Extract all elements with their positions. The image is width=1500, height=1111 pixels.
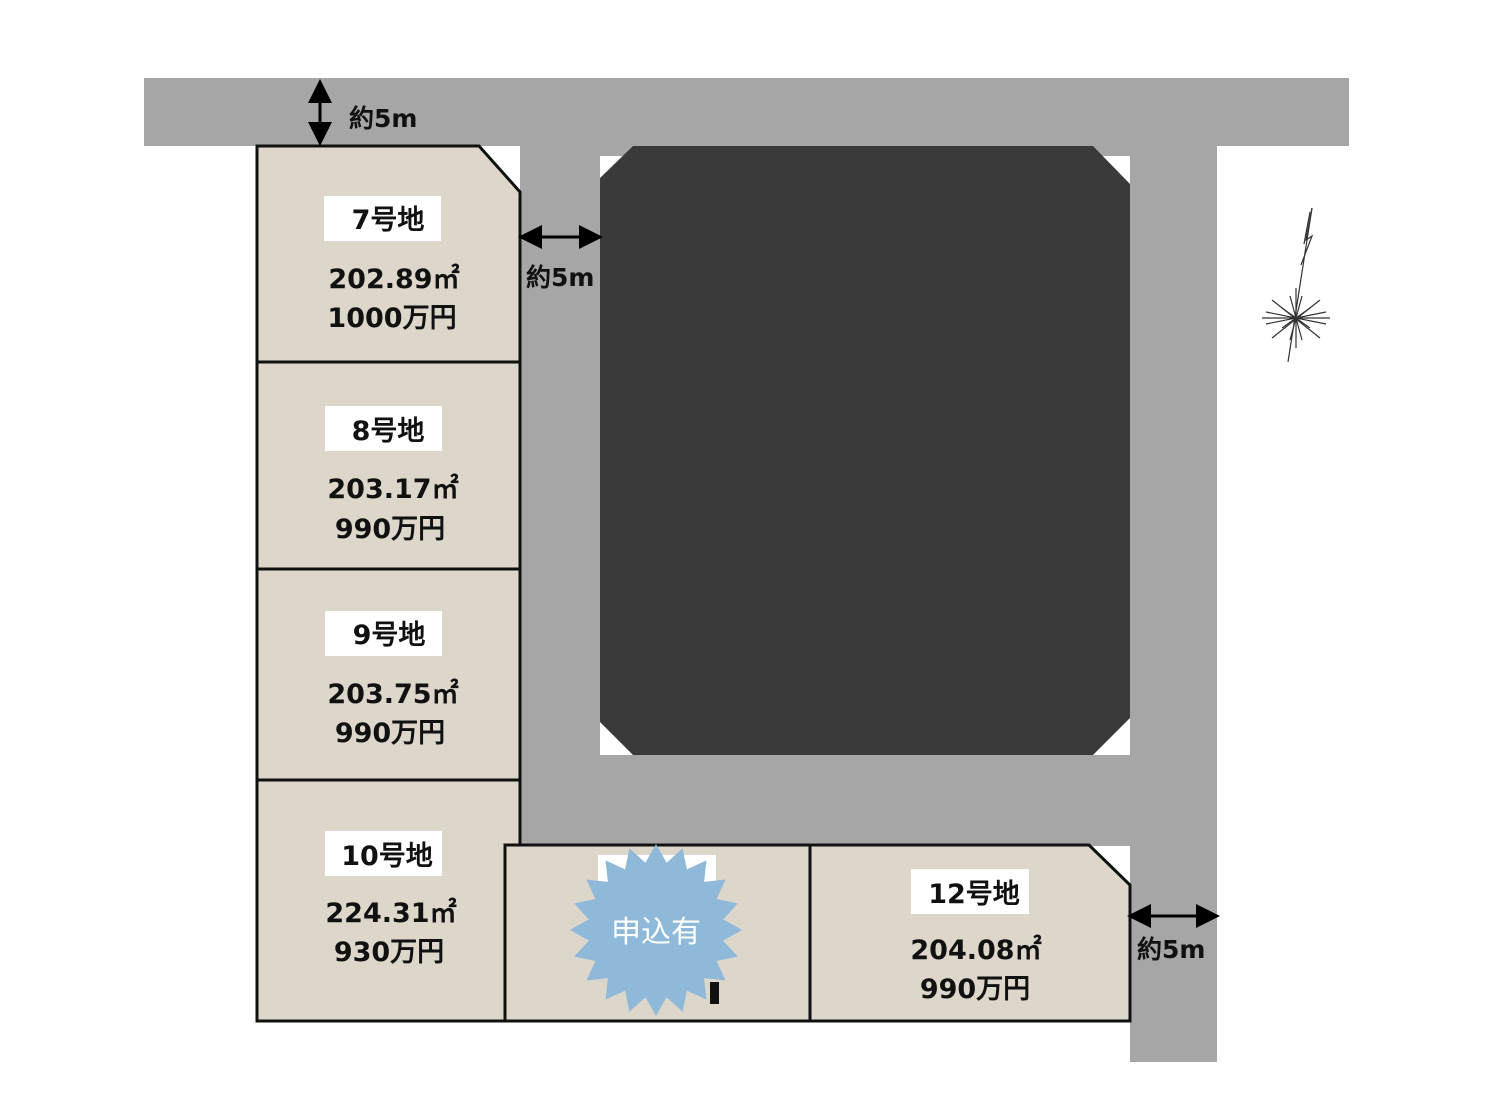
lot-10-area: 224.31㎡ <box>325 897 456 929</box>
lot-12-label: 12号地 <box>928 879 1020 910</box>
lot-9[interactable] <box>255 567 522 782</box>
lot-8-area: 203.17㎡ <box>327 473 458 505</box>
lot-7-label-bg <box>324 196 441 241</box>
right-road-dimension: 約5m <box>1137 935 1205 964</box>
lot-10-label: 10号地 <box>341 841 433 872</box>
lot-9-label-bg <box>325 611 442 656</box>
lot-9-label: 9号地 <box>353 620 426 651</box>
central-block <box>600 146 1130 755</box>
lot-11-price-fragment <box>710 982 719 1004</box>
vertical-road-right <box>1130 146 1217 1062</box>
horizontal-road-middle <box>520 755 1217 846</box>
application-badge-text: 申込有 <box>611 915 701 950</box>
top-road-dimension: 約5m <box>349 104 417 133</box>
lot-8[interactable] <box>255 360 522 571</box>
lot-9-area: 203.75㎡ <box>327 678 458 710</box>
application-badge[interactable] <box>570 844 742 1016</box>
lot-7[interactable] <box>255 144 522 364</box>
top-road <box>144 78 1349 146</box>
lot-9-price: 990万円 <box>335 718 445 749</box>
lot-12-area: 204.08㎡ <box>910 934 1041 966</box>
lot-12-price: 990万円 <box>920 974 1030 1005</box>
lot-12-label-bg <box>911 869 1029 914</box>
lot-7-label: 7号地 <box>352 205 425 236</box>
lot-7-area: 202.89㎡ <box>328 263 459 295</box>
lot-10-price: 930万円 <box>334 937 444 968</box>
lot-7-price: 1000万円 <box>327 303 456 334</box>
compass-icon <box>1262 207 1330 363</box>
lot-12[interactable] <box>808 843 1132 1023</box>
lot-8-label-bg <box>325 406 442 451</box>
middle-road-dimension: 約5m <box>526 263 594 292</box>
lot-8-price: 990万円 <box>335 514 445 545</box>
vertical-road-left <box>520 146 600 846</box>
lot-8-label: 8号地 <box>352 416 425 447</box>
lot-10-label-bg <box>325 831 442 876</box>
